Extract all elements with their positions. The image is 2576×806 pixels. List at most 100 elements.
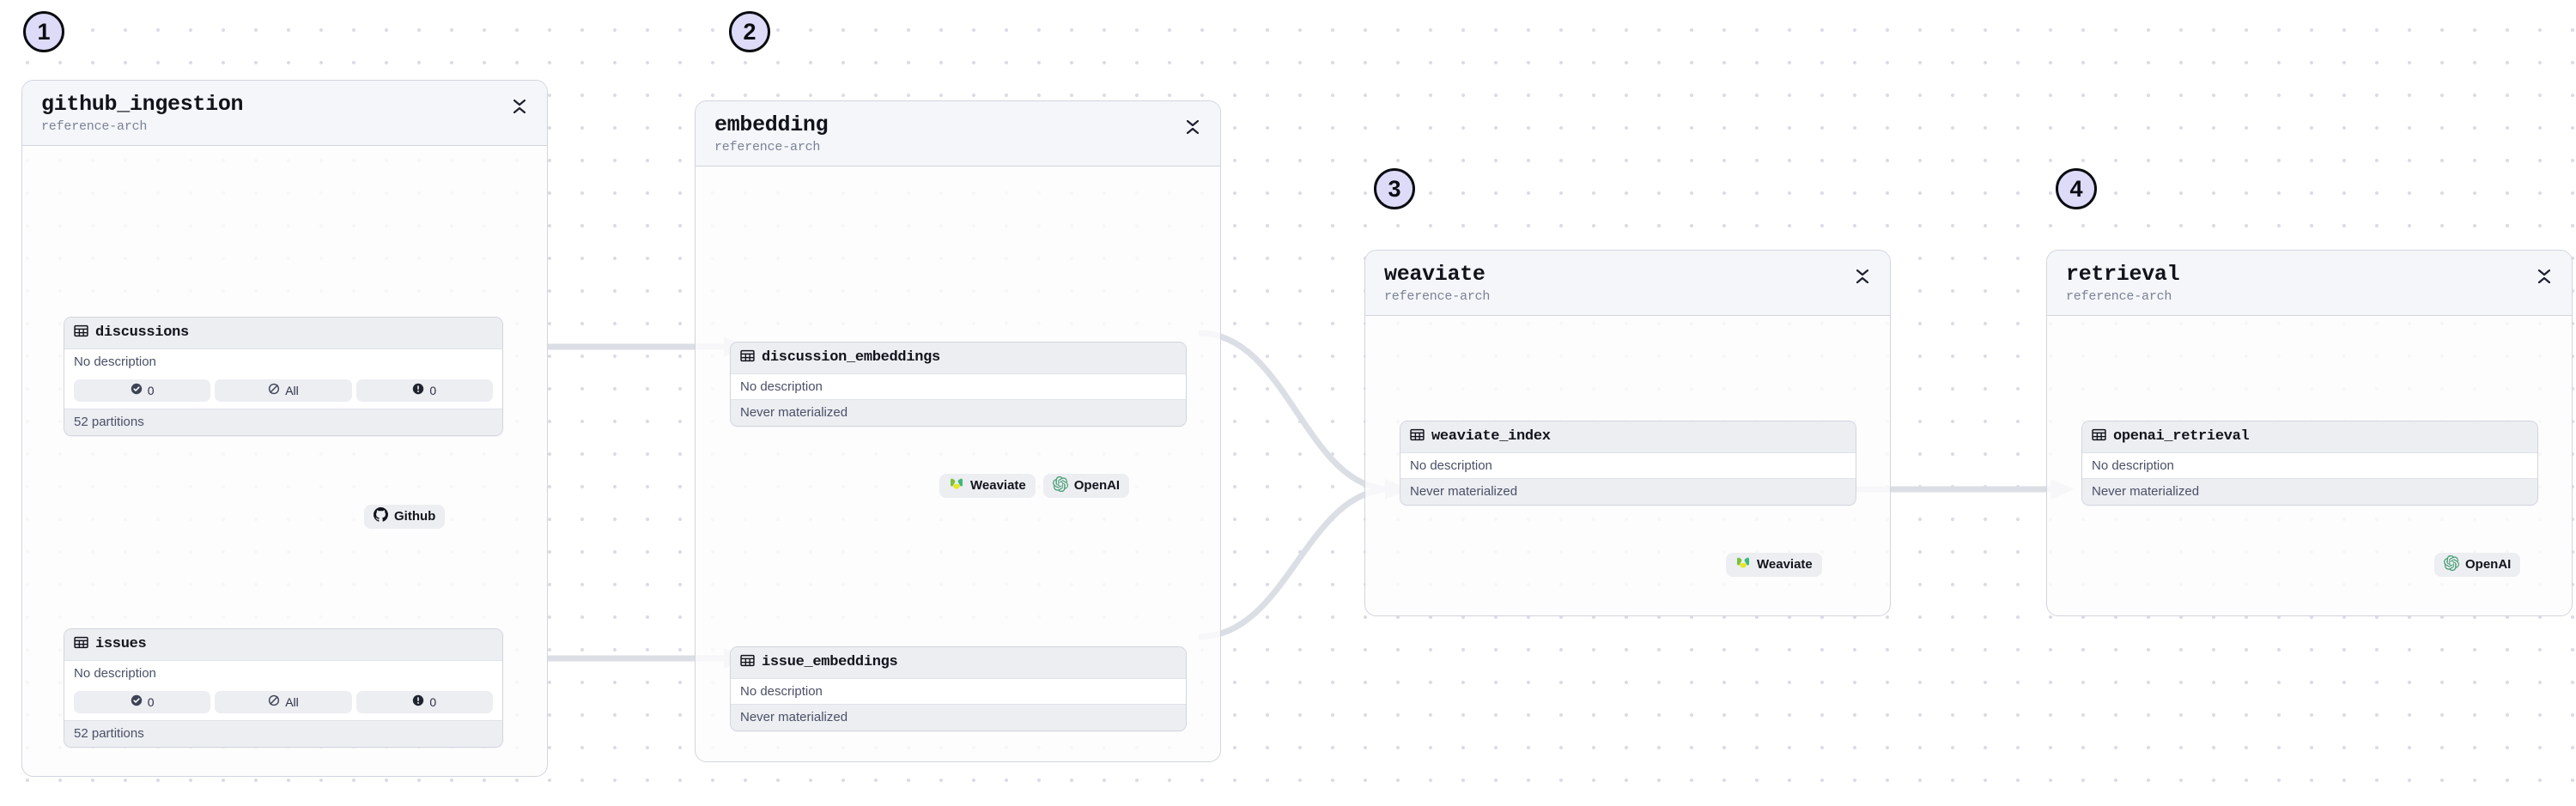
asset-description: No description bbox=[1400, 452, 1856, 478]
group-subtitle: reference-arch bbox=[2066, 288, 2172, 304]
status-pill-freshness[interactable]: All bbox=[215, 379, 352, 402]
tag-label: OpenAI bbox=[2465, 557, 2512, 573]
asset-footer-materialization: Never materialized bbox=[1400, 477, 1856, 505]
freshness-slash-icon bbox=[268, 383, 280, 397]
asset-footer-partitions: 52 partitions bbox=[64, 408, 502, 435]
group-body-retrieval: openai_retrieval No description Never ma… bbox=[2047, 316, 2572, 615]
github-icon bbox=[374, 507, 388, 525]
asset-node-openai-retrieval[interactable]: openai_retrieval No description Never ma… bbox=[2081, 420, 2538, 506]
asset-name: discussions bbox=[95, 324, 189, 342]
group-github-ingestion[interactable]: github_ingestion reference-arch discussi… bbox=[21, 80, 548, 777]
asset-description: No description bbox=[64, 660, 502, 686]
table-icon bbox=[74, 324, 88, 342]
asset-node-weaviate-index[interactable]: weaviate_index No description Never mate… bbox=[1400, 420, 1856, 506]
group-retrieval[interactable]: retrieval reference-arch openai_retrieva… bbox=[2046, 250, 2573, 616]
openai-icon bbox=[2444, 555, 2459, 574]
group-title: github_ingestion bbox=[41, 92, 244, 117]
group-embedding[interactable]: embedding reference-arch discussion_embe… bbox=[695, 100, 1221, 762]
asset-description: No description bbox=[64, 348, 502, 374]
group-badge-2[interactable]: 2 bbox=[729, 11, 770, 52]
asset-header: issue_embeddings bbox=[731, 646, 1186, 679]
table-icon bbox=[740, 348, 755, 367]
group-weaviate[interactable]: weaviate reference-arch weaviate_index bbox=[1364, 250, 1891, 616]
collapse-chevrons-icon[interactable] bbox=[511, 96, 528, 117]
asset-tags-discussion-embeddings: Weaviate OpenAI bbox=[939, 473, 1130, 498]
group-header-embedding[interactable]: embedding reference-arch bbox=[696, 101, 1220, 167]
group-badge-1[interactable]: 1 bbox=[23, 11, 64, 52]
group-body-github-ingestion: discussions No description 0 bbox=[22, 146, 547, 776]
asset-node-issues[interactable]: issues No description 0 bbox=[64, 627, 503, 748]
tag-weaviate[interactable]: Weaviate bbox=[1726, 552, 1822, 577]
asset-footer-materialization: Never materialized bbox=[731, 398, 1186, 426]
group-header-weaviate[interactable]: weaviate reference-arch bbox=[1365, 251, 1890, 316]
tag-openai[interactable]: OpenAI bbox=[1042, 473, 1130, 498]
asset-header: openai_retrieval bbox=[2082, 421, 2537, 453]
asset-node-discussion-embeddings[interactable]: discussion_embeddings No description Nev… bbox=[730, 341, 1187, 427]
asset-tags-discussions: Github bbox=[364, 504, 446, 529]
collapse-chevrons-icon[interactable] bbox=[1854, 266, 1871, 287]
group-subtitle: reference-arch bbox=[41, 118, 148, 134]
group-header-retrieval[interactable]: retrieval reference-arch bbox=[2047, 251, 2572, 316]
group-body-weaviate: weaviate_index No description Never mate… bbox=[1365, 316, 1890, 615]
group-body-embedding: discussion_embeddings No description Nev… bbox=[696, 167, 1220, 761]
status-pill-alerts[interactable]: 0 bbox=[355, 690, 493, 713]
group-badge-3[interactable]: 3 bbox=[1374, 168, 1415, 209]
group-badge-4[interactable]: 4 bbox=[2056, 168, 2097, 209]
asset-name: issues bbox=[95, 636, 147, 653]
weaviate-icon bbox=[949, 476, 964, 495]
asset-status-row: 0 All 0 bbox=[64, 685, 502, 720]
tag-label: Weaviate bbox=[970, 478, 1026, 494]
group-title: retrieval bbox=[2066, 262, 2180, 287]
asset-description: No description bbox=[731, 678, 1186, 704]
alert-circle-icon bbox=[412, 383, 424, 397]
weaviate-icon bbox=[1735, 555, 1751, 574]
group-title: embedding bbox=[714, 112, 829, 137]
collapse-chevrons-icon[interactable] bbox=[2536, 266, 2553, 287]
status-pill-freshness[interactable]: All bbox=[215, 690, 352, 713]
asset-tags-weaviate-index: Weaviate bbox=[1726, 552, 1822, 577]
asset-status-row: 0 All 0 bbox=[64, 373, 502, 409]
asset-name: discussion_embeddings bbox=[762, 349, 940, 367]
group-header-github-ingestion[interactable]: github_ingestion reference-arch bbox=[22, 81, 547, 146]
asset-footer-partitions: 52 partitions bbox=[64, 719, 502, 747]
status-pill-label: 0 bbox=[429, 383, 437, 397]
asset-description: No description bbox=[2082, 452, 2537, 478]
asset-header: issues bbox=[64, 628, 502, 661]
asset-tags-openai-retrieval: OpenAI bbox=[2434, 552, 2521, 577]
tag-weaviate[interactable]: Weaviate bbox=[939, 473, 1036, 498]
asset-node-issue-embeddings[interactable]: issue_embeddings No description Never ma… bbox=[730, 645, 1187, 731]
group-title: weaviate bbox=[1384, 262, 1485, 287]
group-subtitle: reference-arch bbox=[1384, 288, 1491, 304]
tag-openai[interactable]: OpenAI bbox=[2434, 552, 2521, 577]
check-circle-icon bbox=[131, 383, 143, 397]
collapse-chevrons-icon[interactable] bbox=[1184, 117, 1201, 137]
status-pill-label: All bbox=[285, 383, 299, 397]
asset-header: discussion_embeddings bbox=[731, 342, 1186, 374]
status-pill-checks[interactable]: 0 bbox=[74, 690, 211, 713]
status-pill-checks[interactable]: 0 bbox=[74, 379, 211, 402]
status-pill-label: 0 bbox=[147, 694, 155, 709]
table-icon bbox=[74, 635, 88, 654]
tag-github[interactable]: Github bbox=[364, 504, 446, 529]
asset-name: weaviate_index bbox=[1431, 428, 1551, 445]
table-icon bbox=[740, 653, 755, 672]
tag-label: OpenAI bbox=[1073, 478, 1121, 494]
asset-header: weaviate_index bbox=[1400, 421, 1856, 453]
asset-footer-materialization: Never materialized bbox=[2082, 477, 2537, 505]
asset-name: openai_retrieval bbox=[2113, 428, 2250, 445]
check-circle-icon bbox=[131, 694, 143, 709]
openai-icon bbox=[1052, 476, 1068, 495]
status-pill-label: 0 bbox=[429, 694, 437, 709]
asset-node-discussions[interactable]: discussions No description 0 bbox=[64, 316, 503, 436]
freshness-slash-icon bbox=[268, 694, 280, 709]
alert-circle-icon bbox=[412, 694, 424, 709]
status-pill-alerts[interactable]: 0 bbox=[355, 379, 493, 402]
asset-description: No description bbox=[731, 373, 1186, 399]
status-pill-label: 0 bbox=[147, 383, 155, 397]
table-icon bbox=[1410, 427, 1425, 446]
asset-header: discussions bbox=[64, 317, 502, 349]
asset-footer-materialization: Never materialized bbox=[731, 703, 1186, 730]
tag-label: Github bbox=[394, 509, 436, 524]
asset-name: issue_embeddings bbox=[762, 654, 898, 671]
